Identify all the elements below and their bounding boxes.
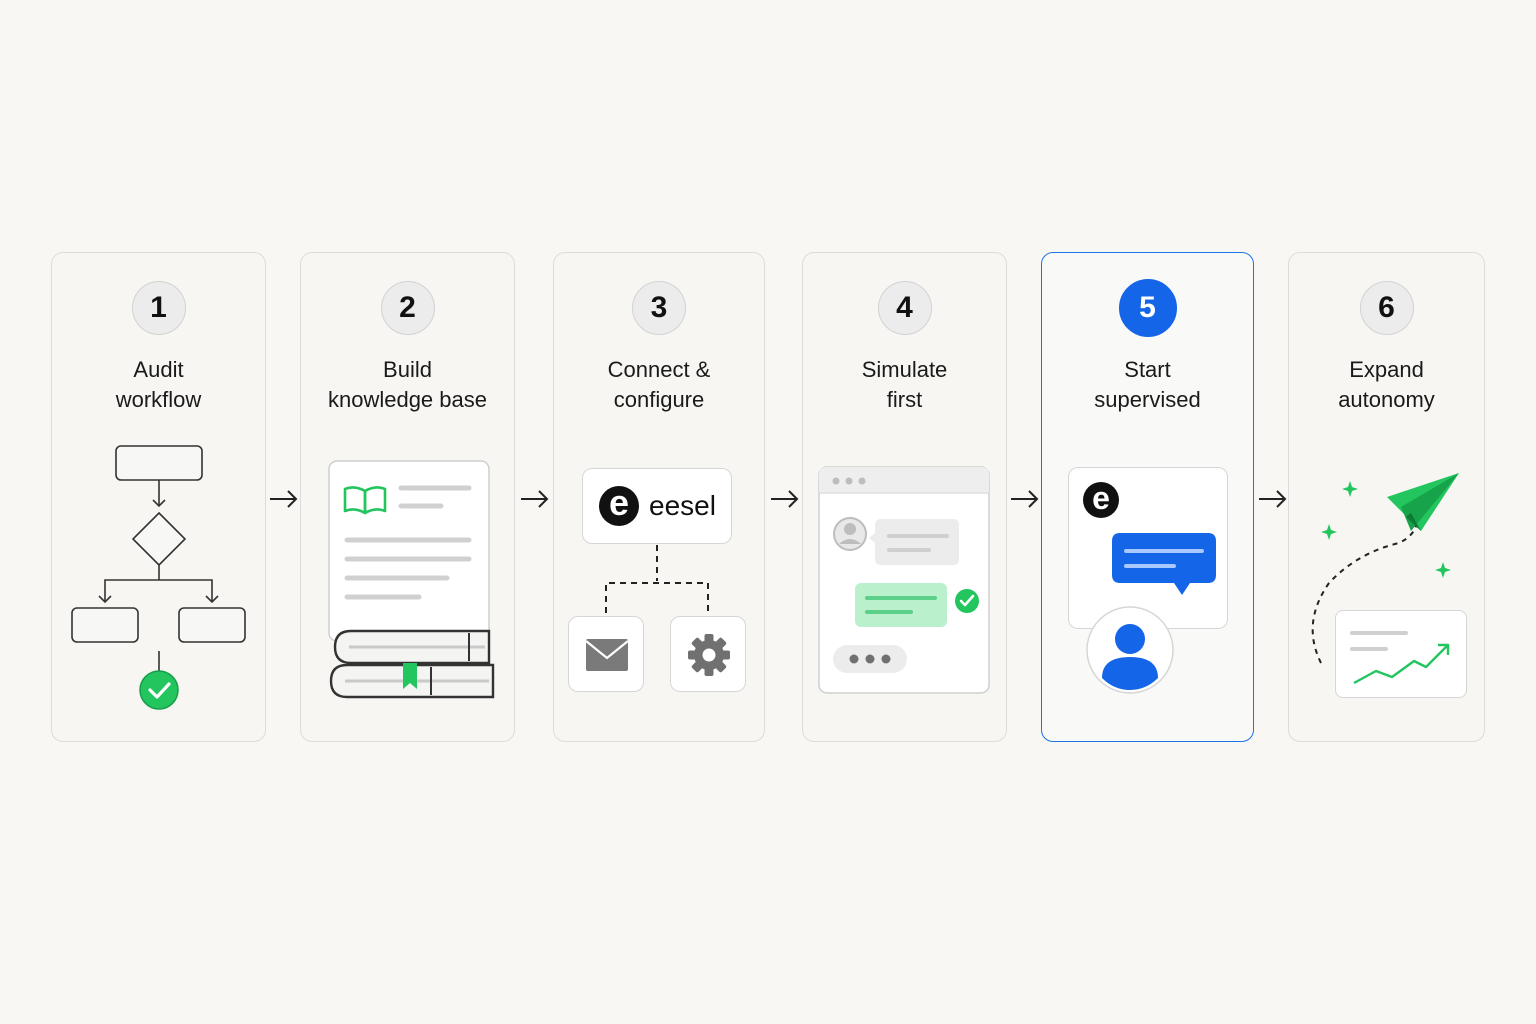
arrow-right-icon bbox=[521, 490, 549, 508]
typing-indicator bbox=[833, 645, 907, 673]
sparkle-icon bbox=[1321, 481, 1451, 578]
step-card-2: 2 Build knowledge base bbox=[300, 252, 515, 742]
flowchart-icon bbox=[71, 445, 246, 671]
arrow-right-icon bbox=[270, 490, 298, 508]
eesel-logo-card: e eesel bbox=[582, 468, 732, 544]
step-card-6: 6 Expand autonomy bbox=[1288, 252, 1485, 742]
step-title: Simulate first bbox=[861, 357, 948, 412]
mail-card bbox=[568, 616, 644, 692]
step-title: Audit workflow bbox=[115, 357, 202, 412]
gear-icon bbox=[688, 634, 730, 676]
step-card-4: 4 Simulate first bbox=[802, 252, 1007, 742]
step-title: Connect & configure bbox=[607, 357, 711, 412]
growth-chart-icon bbox=[1350, 631, 1450, 685]
arrow-right-icon bbox=[1259, 490, 1287, 508]
check-icon bbox=[139, 670, 179, 710]
eesel-logo-icon: e bbox=[1083, 482, 1119, 518]
books-stack-icon bbox=[329, 629, 495, 699]
avatar-icon bbox=[833, 517, 867, 551]
user-icon bbox=[1086, 606, 1174, 694]
step-number-badge: 6 bbox=[1359, 281, 1414, 335]
step-card-3: 3 Connect & configure e eesel bbox=[553, 252, 765, 742]
settings-card bbox=[670, 616, 746, 692]
step-title: Expand autonomy bbox=[1338, 357, 1435, 412]
chat-bubble-icon bbox=[1112, 533, 1216, 595]
book-icon bbox=[343, 486, 387, 515]
check-icon bbox=[955, 589, 979, 613]
step-number-badge: 2 bbox=[380, 281, 435, 335]
step-title: Start supervised bbox=[1094, 357, 1201, 412]
browser-window-icon bbox=[818, 466, 990, 694]
mail-icon bbox=[585, 639, 629, 671]
chat-bubble-icon bbox=[869, 519, 959, 565]
step-number-badge: 1 bbox=[131, 281, 186, 335]
document-icon bbox=[328, 460, 490, 642]
growth-chart-card bbox=[1335, 610, 1467, 698]
reply-bubble bbox=[855, 583, 947, 627]
step-number-badge: 3 bbox=[632, 281, 686, 335]
arrow-right-icon bbox=[771, 490, 799, 508]
step-card-1: 1 Audit workflow bbox=[51, 252, 266, 742]
arrow-right-icon bbox=[1011, 490, 1039, 508]
step-number-badge: 4 bbox=[877, 281, 932, 335]
brand-name: eesel bbox=[649, 490, 716, 521]
connector-lines bbox=[605, 545, 709, 613]
paper-plane-icon bbox=[1311, 473, 1459, 664]
step-title: Build knowledge base bbox=[327, 357, 487, 412]
step-card-5: 5 Start supervised e bbox=[1041, 252, 1254, 742]
eesel-logo-icon: e bbox=[599, 485, 639, 526]
step-number-badge: 5 bbox=[1118, 279, 1177, 337]
